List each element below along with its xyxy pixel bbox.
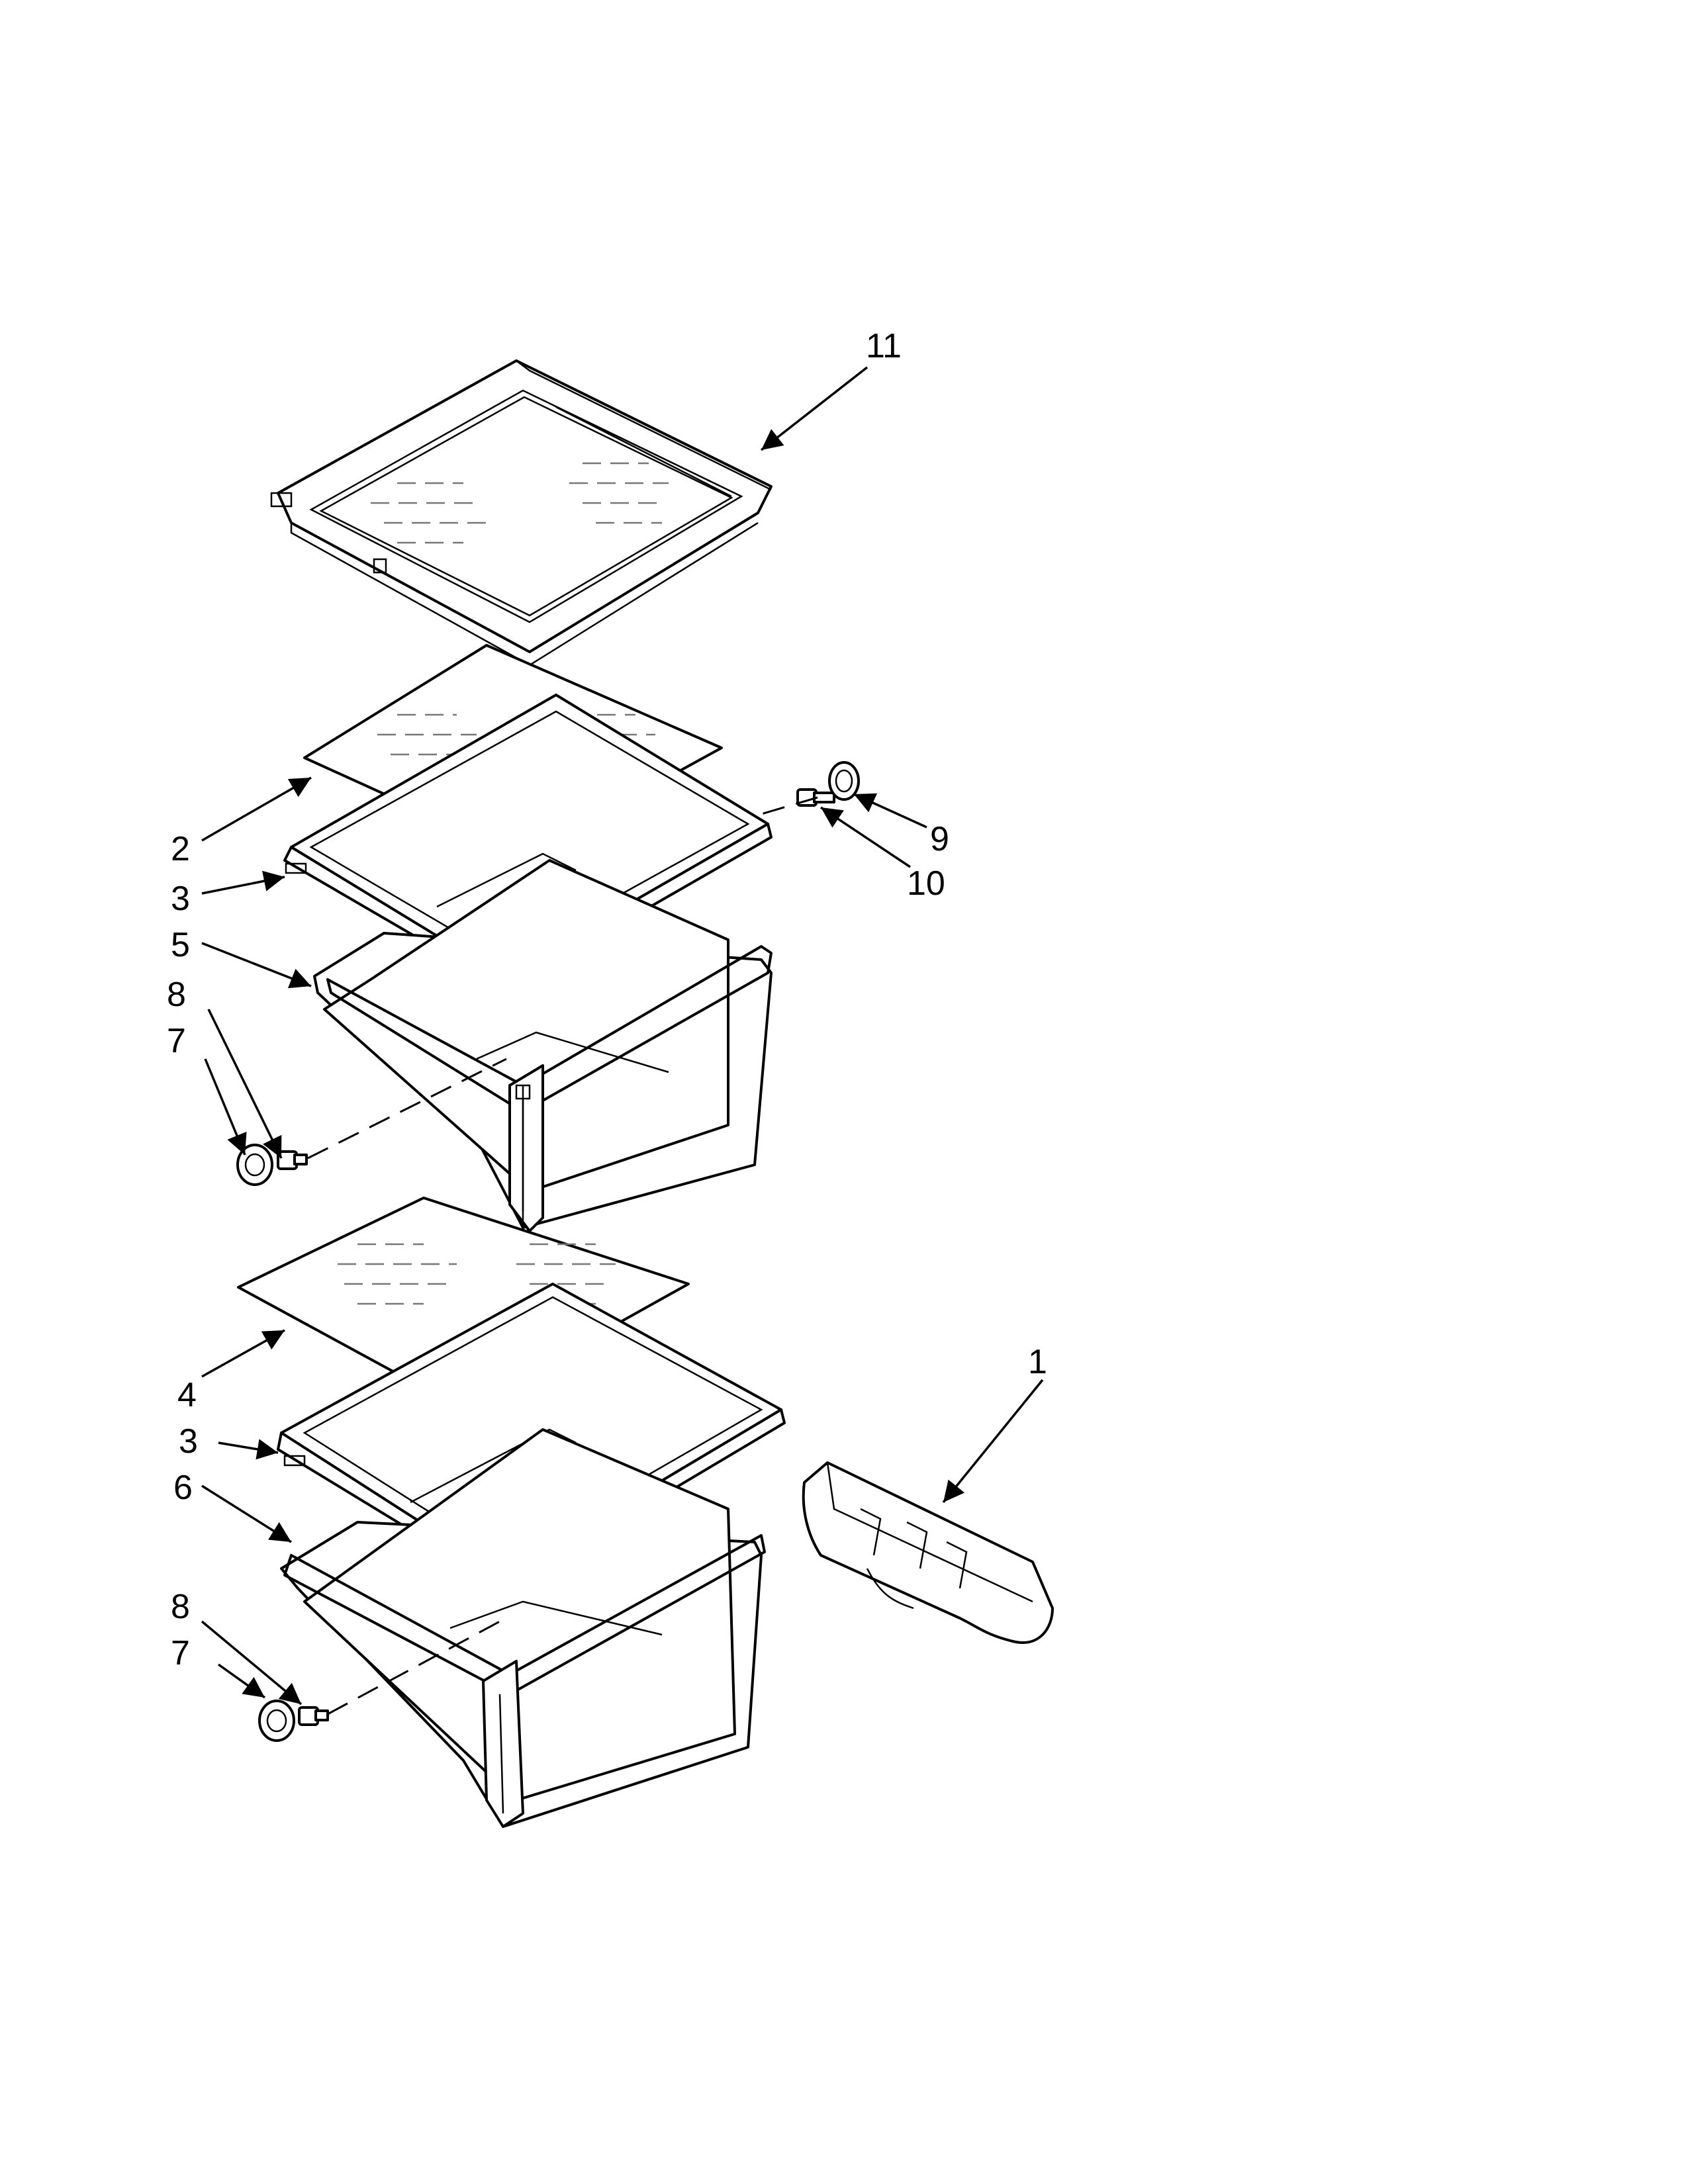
callout-4: 4 [177,1376,197,1414]
glass-panel-pattern [377,713,655,756]
assembly-lines [307,796,818,1715]
deflector-part [802,1461,1054,1644]
callout-6: 6 [173,1469,193,1507]
callout-2: 2 [171,830,190,868]
shelf-glass-pattern [371,462,669,544]
crisper-drawer-lower-part [280,1428,766,1828]
callout-3-lower: 3 [179,1422,198,1461]
callout-3-upper: 3 [171,880,190,918]
crisper-frame-upper-part [283,694,773,991]
callout-8-lower: 8 [171,1588,190,1626]
glass-panel-lower-pattern [338,1243,616,1305]
callout-labels: 11 2 3 5 8 7 9 10 4 3 6 8 7 1 [167,327,1047,1672]
callout-5: 5 [171,926,190,964]
callout-7-lower: 7 [171,1634,190,1672]
glass-panel-lower-part [237,1197,690,1411]
top-shelf-part [270,359,773,666]
crisper-drawer-upper-part [313,859,773,1232]
leader-lines [201,366,1044,1706]
callout-9: 9 [930,820,949,858]
callout-1: 1 [1028,1343,1047,1381]
callout-10: 10 [907,864,945,903]
screw-part-8-lower [298,1706,329,1726]
callout-11: 11 [866,327,902,365]
screw-part-8-upper [277,1150,308,1170]
callout-8-upper: 8 [167,976,186,1014]
wheel-part-9 [828,761,860,801]
wheel-part-7-lower [258,1700,295,1742]
callout-7-upper: 7 [167,1022,186,1060]
